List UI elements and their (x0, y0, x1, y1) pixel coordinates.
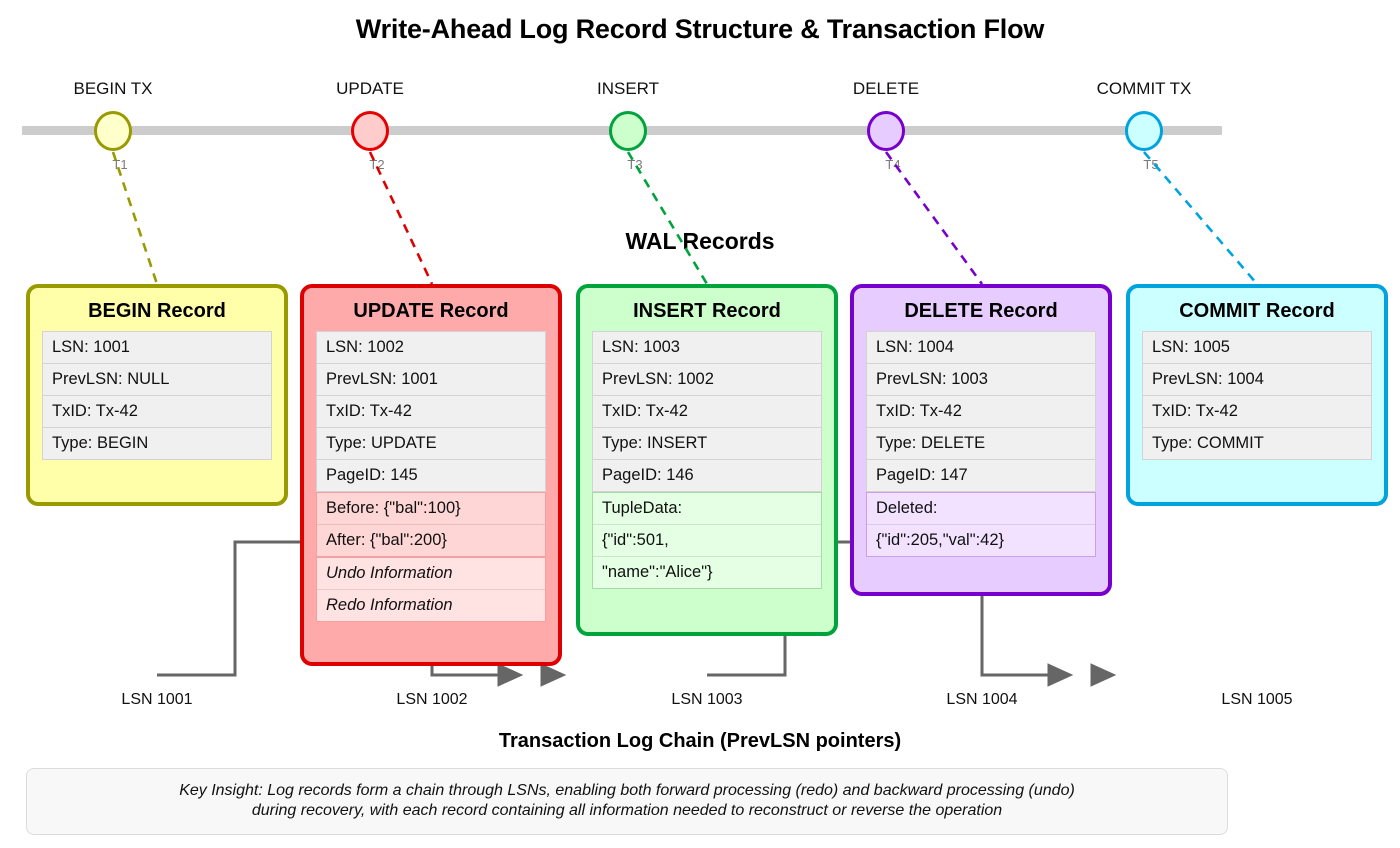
record-field-row: Type: INSERT (593, 427, 821, 460)
record-field-row: TupleData: (593, 493, 821, 525)
record-card-title: INSERT Record (633, 300, 781, 322)
timeline-node-t5[interactable] (1125, 111, 1163, 151)
key-insight-line-2: during recovery, with each record contai… (251, 802, 1003, 820)
record-field-row: PageID: 147 (867, 459, 1095, 491)
record-field-row: LSN: 1001 (43, 332, 271, 364)
chain-lsn-label: LSN 1001 (121, 691, 193, 708)
chain-lsn-label: LSN 1003 (671, 691, 743, 708)
record-field-row: LSN: 1002 (317, 332, 545, 364)
record-field-row: Undo Information (317, 558, 545, 590)
record-field-row: Before: {"bal":100} (317, 493, 545, 525)
record-field-row: PrevLSN: NULL (43, 363, 271, 396)
wal-records-heading: WAL Records (625, 228, 775, 254)
record-field-row: LSN: 1003 (593, 332, 821, 364)
record-field-row: Type: DELETE (867, 427, 1095, 460)
timeline-tick-t1: T1 (112, 157, 128, 172)
timeline-tick-t2: T2 (369, 157, 385, 172)
key-insight-callout: Key Insight: Log records form a chain th… (26, 768, 1228, 835)
record-field-group-accent: TupleData:{"id":501, "name":"Alice"} (592, 491, 822, 589)
record-field-row: TxID: Tx-42 (593, 395, 821, 428)
record-field-row: TxID: Tx-42 (867, 395, 1095, 428)
timeline-tick-t5: T5 (1143, 157, 1159, 172)
record-card-title: COMMIT Record (1179, 300, 1335, 322)
record-field-row: {"id":205,"val":42} (876, 530, 1005, 549)
timeline-tick-t3: T3 (627, 157, 643, 172)
record-field-row: Redo Information (326, 595, 453, 614)
record-field-row: TxID: Tx-42 (1143, 395, 1371, 428)
timeline-label-t1: BEGIN TX (73, 79, 153, 98)
timeline-node-t2[interactable] (351, 111, 389, 151)
chain-lsn-label: LSN 1004 (946, 691, 1018, 708)
chain-lsn-label: LSN 1002 (396, 691, 468, 708)
record-field-row: LSN: 1005 (1143, 332, 1371, 364)
record-card-title: BEGIN Record (88, 300, 226, 322)
timeline-label-t5: COMMIT TX (1096, 79, 1192, 98)
key-insight-line-1: Key Insight: Log records form a chain th… (179, 782, 1075, 799)
record-field-row: PageID: 146 (593, 459, 821, 491)
page-title: Write-Ahead Log Record Structure & Trans… (355, 14, 1045, 44)
record-field-row: PrevLSN: 1003 (867, 363, 1095, 396)
record-field-row: Type: BEGIN (43, 427, 271, 459)
record-field-row: PrevLSN: 1004 (1143, 363, 1371, 396)
timeline-node-t4[interactable] (867, 111, 905, 151)
record-field-row: Type: UPDATE (317, 427, 545, 460)
record-field-row: After: {"bal":200} (326, 530, 447, 549)
record-card-title: UPDATE Record (353, 300, 509, 322)
timeline-node-t3[interactable] (609, 111, 647, 151)
timeline-label-t4: DELETE (852, 79, 920, 98)
record-field-group-accent: Deleted: {"id":205,"val":42} (866, 491, 1096, 557)
record-field-row: TxID: Tx-42 (43, 395, 271, 428)
record-field-row: {"id":501, (593, 525, 821, 557)
chain-lsn-label: LSN 1005 (1221, 691, 1293, 708)
timeline-node-t1[interactable] (94, 111, 132, 151)
record-field-row: Type: COMMIT (1143, 427, 1371, 459)
record-card-title: DELETE Record (904, 300, 1058, 322)
record-field-row: PrevLSN: 1001 (317, 363, 545, 396)
record-field-row: TxID: Tx-42 (317, 395, 545, 428)
record-field-row: PageID: 145 (317, 459, 545, 491)
record-field-group-accent: Before: {"bal":100} After: {"bal":200} (316, 491, 546, 557)
record-field-row: Deleted: (867, 493, 1095, 525)
timeline-label-t3: INSERT (596, 79, 660, 98)
transaction-timeline: BEGIN TX T1 UPDATE T2 INSERT T3 DELETE T4 COMMIT… (0, 0, 1400, 200)
timeline-tick-t4: T4 (885, 157, 901, 172)
record-field-row: PrevLSN: 1002 (593, 363, 821, 396)
timeline-label-t2: UPDATE (336, 79, 404, 98)
transaction-log-chain-heading: Transaction Log Chain (PrevLSN pointers) (498, 730, 902, 752)
record-field-row: "name":"Alice"} (602, 562, 713, 581)
record-field-row: LSN: 1004 (867, 332, 1095, 364)
